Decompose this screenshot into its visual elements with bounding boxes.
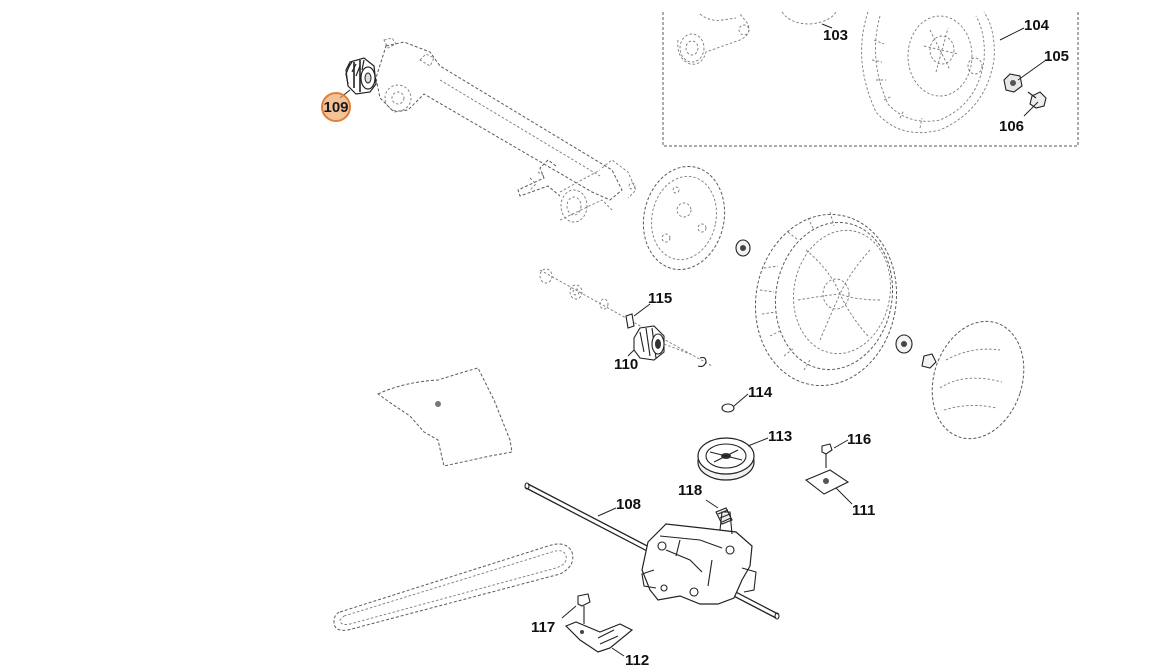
part-113-pulley[interactable]: 113 xyxy=(697,428,792,481)
part-109-badge[interactable] xyxy=(321,92,351,122)
deck-shield-drawing xyxy=(377,367,513,467)
label-114: 114 xyxy=(748,384,773,401)
inset-wheel-drawing xyxy=(861,11,995,134)
part-114-circlip[interactable]: 114 xyxy=(721,384,773,413)
part-116-screw[interactable]: 116 xyxy=(821,431,871,468)
label-117: 117 xyxy=(531,619,555,636)
part-109-pinion[interactable]: 109 xyxy=(321,57,377,122)
part-111-plate[interactable]: 111 xyxy=(804,469,875,519)
part-108-transmission[interactable]: 108 xyxy=(524,482,780,620)
rear-wheel-drawing xyxy=(754,211,937,387)
label-112: 112 xyxy=(625,652,649,669)
label-103[interactable]: 103 xyxy=(823,27,848,44)
label-104[interactable]: 104 xyxy=(1024,17,1050,34)
label-110: 110 xyxy=(614,356,638,373)
detail-inset xyxy=(662,11,1079,147)
label-109: 109 xyxy=(323,99,348,116)
part-115-key[interactable]: 115 xyxy=(625,290,672,329)
label-113: 113 xyxy=(768,428,792,445)
part-118-spring[interactable]: 118 xyxy=(678,482,733,525)
pivot-bracket-drawing xyxy=(677,13,750,65)
handle-axle-drawing xyxy=(375,37,637,223)
label-106[interactable]: 106 xyxy=(999,118,1024,135)
part-117-screw[interactable]: 117 xyxy=(531,593,591,636)
part-110-pinion[interactable]: 110 xyxy=(614,325,707,373)
label-111: 111 xyxy=(852,502,875,519)
label-105[interactable]: 105 xyxy=(1044,48,1069,65)
label-108: 108 xyxy=(616,496,641,513)
gear-disc-drawing xyxy=(642,165,751,271)
hubcap-drawing xyxy=(931,320,1025,440)
label-118: 118 xyxy=(678,482,702,499)
bushing-105-drawing xyxy=(1003,73,1023,93)
washer-chain-drawing xyxy=(539,268,713,367)
drive-belt-drawing xyxy=(333,543,574,631)
label-116: 116 xyxy=(847,431,871,448)
label-115: 115 xyxy=(648,290,672,307)
washer-103-drawing xyxy=(781,11,837,25)
screw-106-drawing xyxy=(1027,91,1047,109)
part-112-bracket[interactable]: 112 xyxy=(564,621,649,669)
